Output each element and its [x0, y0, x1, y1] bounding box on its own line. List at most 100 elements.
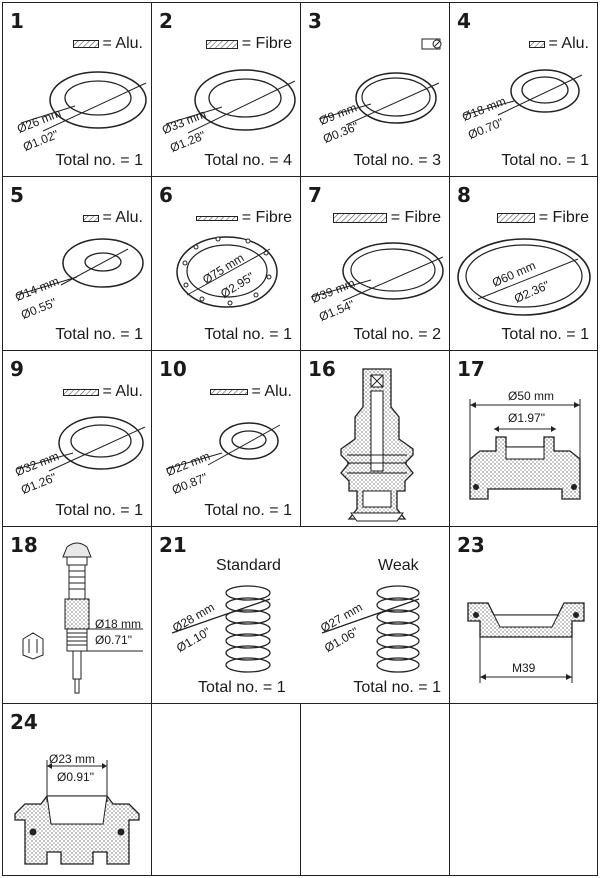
material-swatch-icon	[332, 213, 387, 223]
part-number: 8	[457, 183, 471, 207]
part-cell-16: 16	[300, 350, 450, 527]
springs-drawing	[171, 585, 420, 673]
washer-drawing	[16, 238, 144, 296]
washer-drawing	[318, 38, 442, 126]
total-count: Total no. = 1	[501, 152, 589, 169]
washer-drawing	[165, 69, 296, 134]
part-number: 9	[10, 357, 24, 381]
part-number: 4	[457, 9, 471, 33]
material-label: = Fibre	[241, 209, 292, 226]
diameter-inch-label: Ø1.97"	[508, 411, 545, 425]
material-swatch-icon	[205, 39, 238, 49]
empty-cell	[300, 703, 450, 876]
total-count: Total no. = 1	[204, 326, 292, 343]
total-count: Total no. = 1	[55, 326, 143, 343]
valve-insert-drawing	[340, 368, 414, 522]
spring-standard	[171, 585, 271, 673]
washer-drawing	[165, 422, 281, 470]
material-label: = Alu.	[102, 35, 143, 52]
material-legend: = Alu.	[82, 209, 143, 227]
diameter-mm-label: Ø50 mm	[508, 389, 555, 403]
material-legend: = Fibre	[195, 209, 292, 227]
valve-body-drawing	[469, 399, 581, 500]
oring-section-icon	[421, 38, 442, 50]
part-cell-6: 6 = Fibre Ø75 mm Ø2.95" Total no. = 1	[151, 176, 301, 351]
valve-stem-drawing	[22, 542, 143, 694]
washer-drawing	[20, 71, 147, 132]
part-number: 18	[10, 533, 38, 557]
washer-drawing	[457, 238, 591, 316]
part-number: 6	[159, 183, 173, 207]
material-label: = Fibre	[390, 209, 441, 226]
part-cell-2: 2 = Fibre Ø33 mm Ø1.28" Total no. = 4	[151, 2, 301, 177]
material-legend: = Fibre	[496, 209, 589, 227]
part-cell-7: 7 = Fibre Ø39 mm Ø1.54" Total no. = 2	[300, 176, 450, 351]
material-swatch-icon	[195, 215, 238, 221]
diameter-inch-label: Ø0.71"	[95, 633, 132, 647]
diameter-inch-label: Ø0.91"	[57, 770, 94, 784]
material-swatch-icon	[72, 40, 99, 48]
part-cell-10: 10 = Alu. Ø22 mm Ø0.87" Total no. = 1	[151, 350, 301, 527]
total-count: Total no. = 2	[353, 326, 441, 343]
material-legend: = Alu.	[528, 35, 589, 53]
washer-drawing	[463, 69, 583, 116]
washer-drawing	[16, 416, 146, 472]
part-number: 10	[159, 357, 187, 381]
material-swatch-icon	[209, 389, 248, 395]
spring-weak-label: Weak	[378, 557, 419, 574]
weak-total-count: Total no. = 1	[353, 679, 441, 696]
gasket-drawing	[176, 236, 278, 308]
part-cell-17: 17 Ø50 mm Ø1.97"	[449, 350, 598, 527]
total-count: Total no. = 1	[55, 152, 143, 169]
part-number: 2	[159, 9, 173, 33]
material-legend: = Fibre	[205, 35, 292, 53]
material-label: = Fibre	[241, 35, 292, 52]
part-number: 16	[308, 357, 336, 381]
diameter-mm-label: Ø23 mm	[49, 752, 96, 766]
total-count: Total no. = 1	[204, 502, 292, 519]
seat-drawing	[14, 760, 140, 865]
material-legend: = Alu.	[209, 383, 292, 401]
part-number: 7	[308, 183, 322, 207]
material-label: = Fibre	[538, 209, 589, 226]
thread-size-label: M39	[512, 661, 536, 675]
total-count: Total no. = 1	[55, 502, 143, 519]
total-count: Total no. = 4	[204, 152, 292, 169]
total-count: Total no. = 1	[501, 326, 589, 343]
part-cell-18: 18 Ø18 mm Ø0.71"	[2, 526, 152, 704]
material-legend: = Fibre	[332, 209, 441, 227]
material-swatch-icon	[528, 40, 545, 48]
part-number: 23	[457, 533, 485, 557]
part-number: 24	[10, 710, 38, 734]
washer-drawing	[310, 242, 444, 302]
part-number: 17	[457, 357, 485, 381]
material-label: = Alu.	[102, 383, 143, 400]
part-cell-4: 4 = Alu. Ø18 mm Ø0.70" Total no. = 1	[449, 2, 598, 177]
spring-weak	[321, 585, 420, 673]
part-cell-9: 9 = Alu. Ø32 mm Ø1.26" Total no. = 1	[2, 350, 152, 527]
part-number: 5	[10, 183, 24, 207]
part-cell-1: 1 = Alu. Ø26 mm Ø1.02" Total no. = 1	[2, 2, 152, 177]
part-cell-23: 23 M39	[449, 526, 598, 704]
spring-standard-label: Standard	[216, 557, 281, 574]
part-cell-21: 21 Standard Weak	[151, 526, 450, 704]
part-number: 3	[308, 9, 322, 33]
material-label: = Alu.	[102, 209, 143, 226]
material-label: = Alu.	[548, 35, 589, 52]
material-swatch-icon	[496, 213, 535, 223]
part-cell-8: 8 = Fibre Ø60 mm Ø2.36" Total no. = 1	[449, 176, 598, 351]
material-label: = Alu.	[251, 383, 292, 400]
part-number: 1	[10, 9, 24, 33]
standard-total-count: Total no. = 1	[198, 679, 286, 696]
material-swatch-icon	[82, 214, 99, 222]
total-count: Total no. = 3	[353, 152, 441, 169]
empty-cell	[151, 703, 301, 876]
part-cell-3: 3 Ø9 mm Ø0.36" Total no. = 3	[300, 2, 450, 177]
part-number: 21	[159, 533, 187, 557]
part-cell-24: 24 Ø23 mm Ø0.91"	[2, 703, 152, 876]
material-legend: = Alu.	[62, 383, 143, 401]
diameter-mm-label: Ø18 mm	[95, 617, 142, 631]
material-legend: = Alu.	[72, 35, 143, 53]
bonnet-drawing	[467, 602, 585, 683]
